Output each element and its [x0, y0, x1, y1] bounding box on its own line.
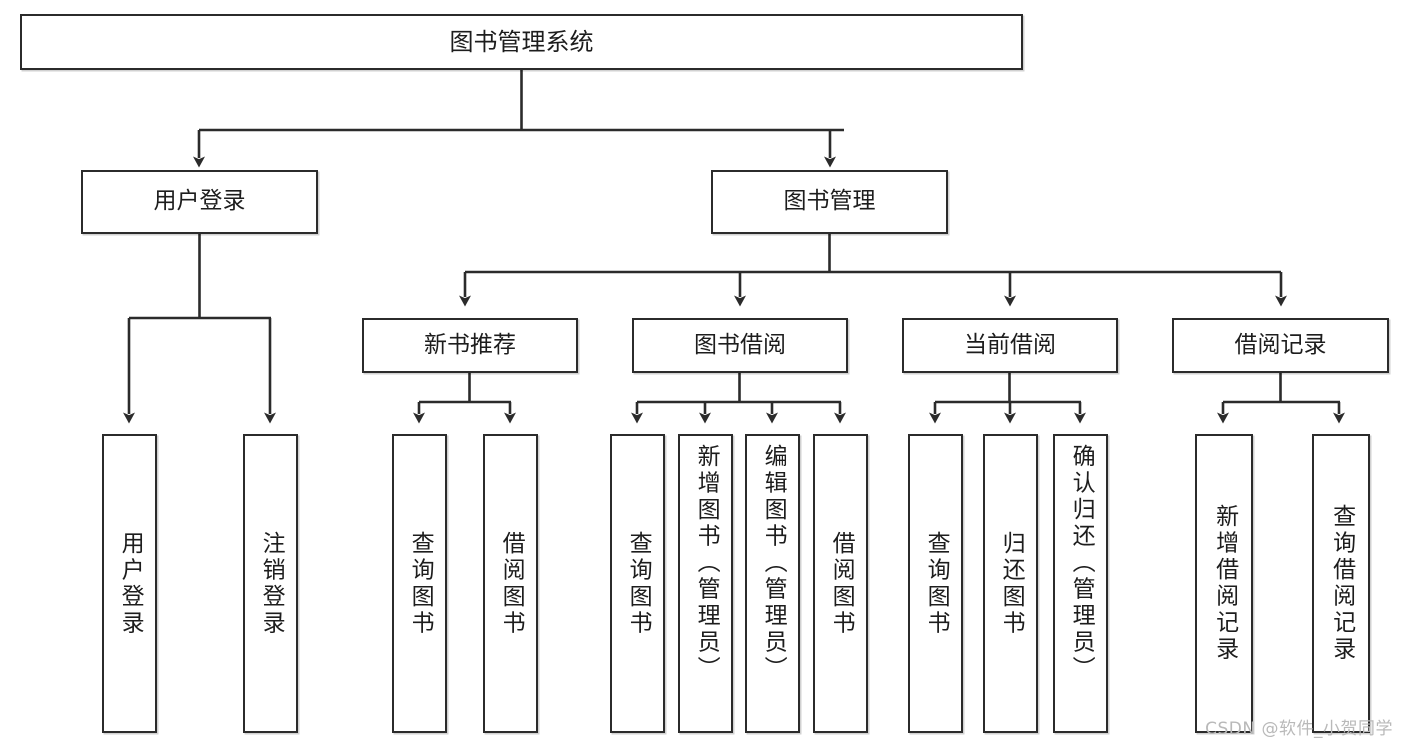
node-user-login[interactable]: 用户登录: [81, 170, 318, 234]
node-label: 图书借阅: [694, 331, 786, 358]
node-label: 用户登录: [153, 188, 246, 215]
node-label: 当前借阅: [964, 331, 1056, 358]
leaf-add-book-admin[interactable]: 新增图书（管理员）: [678, 434, 733, 733]
node-label: 新书推荐: [424, 331, 516, 358]
leaf-logout[interactable]: 注销登录: [243, 434, 298, 733]
node-label: 图书管理系统: [449, 27, 594, 56]
node-current-borrowing[interactable]: 当前借阅: [902, 318, 1118, 373]
leaf-borrow-book[interactable]: 借阅图书: [813, 434, 868, 733]
node-label: 注销登录: [258, 530, 285, 637]
node-label: 查询图书: [923, 530, 950, 637]
node-label: 新增借阅记录: [1211, 504, 1238, 663]
node-book-management[interactable]: 图书管理: [711, 170, 948, 234]
node-label: 图书管理: [783, 188, 876, 215]
node-book-borrowing[interactable]: 图书借阅: [632, 318, 848, 373]
node-label: 新增图书（管理员）: [693, 444, 720, 683]
node-label: 查询借阅记录: [1328, 504, 1355, 663]
leaf-edit-book-admin[interactable]: 编辑图书（管理员）: [745, 434, 800, 733]
leaf-query-book-current[interactable]: 查询图书: [908, 434, 963, 733]
node-borrowing-record[interactable]: 借阅记录: [1172, 318, 1389, 373]
node-label: 查询图书: [625, 530, 652, 637]
leaf-confirm-return-admin[interactable]: 确认归还（管理员）: [1053, 434, 1108, 733]
leaf-borrow-book-newbook[interactable]: 借阅图书: [483, 434, 538, 733]
node-label: 编辑图书（管理员）: [760, 444, 787, 683]
node-new-book-recommendation[interactable]: 新书推荐: [362, 318, 578, 373]
node-label: 借阅图书: [828, 530, 855, 637]
leaf-return-book[interactable]: 归还图书: [983, 434, 1038, 733]
leaf-user-login[interactable]: 用户登录: [102, 434, 157, 733]
node-label: 归还图书: [998, 530, 1025, 637]
leaf-query-book-newbook[interactable]: 查询图书: [392, 434, 447, 733]
node-label: 查询图书: [407, 530, 434, 637]
leaf-query-book-borrow[interactable]: 查询图书: [610, 434, 665, 733]
node-label: 确认归还（管理员）: [1068, 444, 1095, 683]
node-label: 借阅图书: [498, 530, 525, 637]
node-root-book-management-system[interactable]: 图书管理系统: [20, 14, 1023, 70]
node-label: 用户登录: [117, 530, 144, 637]
node-label: 借阅记录: [1234, 331, 1327, 358]
leaf-query-borrowing-record[interactable]: 查询借阅记录: [1312, 434, 1370, 733]
leaf-add-borrowing-record[interactable]: 新增借阅记录: [1195, 434, 1253, 733]
